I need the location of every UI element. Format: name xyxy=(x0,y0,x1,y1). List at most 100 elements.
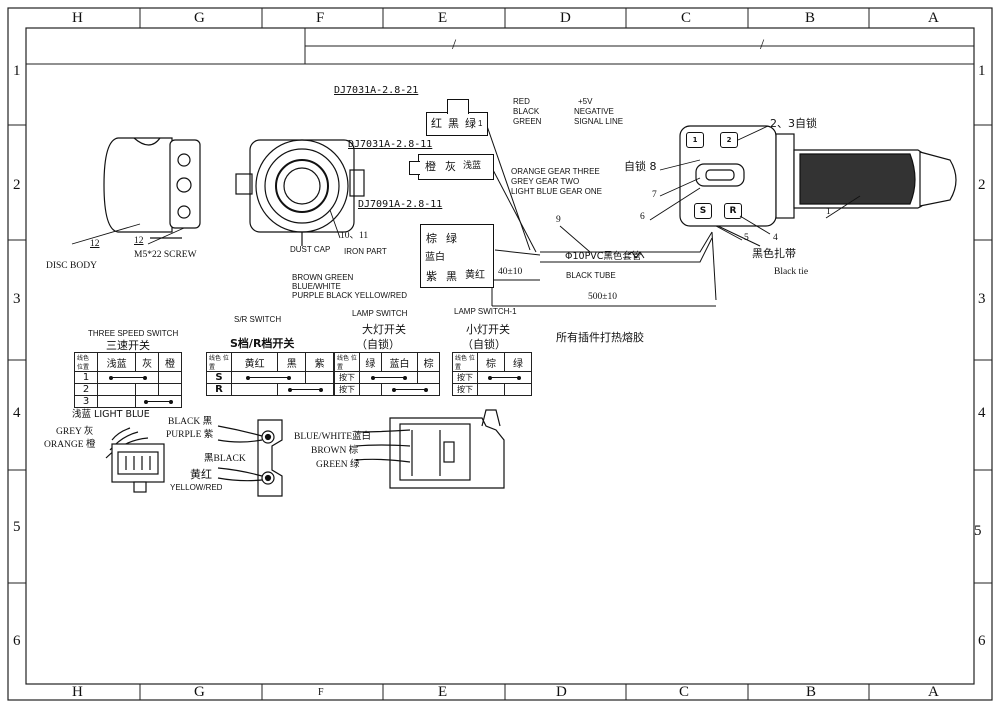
label-brown: BROWN 棕 xyxy=(311,446,359,456)
label-orange: ORANGE 橙 xyxy=(44,440,96,450)
part-12-a: 12 xyxy=(90,239,100,249)
zone-col-top-h: H xyxy=(72,10,83,26)
zone-row-left-4: 4 xyxy=(13,405,21,421)
connector-3-pin-6: 黄红 xyxy=(465,270,485,281)
connector-2-pin-1: 橙 xyxy=(425,160,436,173)
three-speed-table: 线色 位置 浅蓝 灰 橙 1 2 3 xyxy=(74,352,182,408)
connector-3-pin-3: 蓝白 xyxy=(425,252,445,263)
three-speed-r3: 3 xyxy=(74,395,98,408)
zone-row-left-3: 3 xyxy=(13,291,21,307)
sr-corner: 线色 位置 xyxy=(206,352,232,372)
part-12-b: 12 xyxy=(134,236,144,246)
purple-black-yellow-note: PURPLE BLACK YELLOW/RED xyxy=(292,291,408,300)
part-2-3: 2、3自锁 xyxy=(770,117,817,130)
outer-frame xyxy=(7,7,993,701)
label-light-blue: 浅蓝 LIGHT BLUE xyxy=(72,409,150,420)
connector-wires xyxy=(486,125,761,307)
part-9: 9 xyxy=(556,215,561,225)
part-1: 1 xyxy=(826,207,831,217)
lamp-small-h2: 绿 xyxy=(504,352,532,372)
dust-cap-label: DUST CAP xyxy=(290,245,331,254)
part-10-11: 10、11 xyxy=(340,231,369,241)
handlebar-grip-drawing xyxy=(679,125,957,227)
zone-col-bottom-c: C xyxy=(679,684,690,700)
disc-body-label: DISC BODY xyxy=(46,261,97,271)
screw-label: M5*22 SCREW xyxy=(134,250,197,260)
three-speed-h1: 浅蓝 xyxy=(96,352,137,372)
black-tie-label: Black tie xyxy=(774,267,809,277)
sr-r1: S xyxy=(206,371,232,384)
lamp-big-r1: 按下 xyxy=(334,371,360,384)
three-speed-title-en: THREE SPEED SWITCH xyxy=(88,329,179,338)
lamp-big-h1: 绿 xyxy=(359,352,382,372)
zone-row-right-6: 6 xyxy=(978,633,986,649)
gear-three-note: ORANGE GEAR THREE xyxy=(511,167,600,176)
three-speed-corner: 线色 位置 xyxy=(74,352,98,372)
part-8: 自锁 8 xyxy=(624,160,657,173)
lamp-small-sub: （自锁） xyxy=(462,338,506,351)
part-4: 4 xyxy=(773,233,778,243)
connector-1-pin-2: 黑 xyxy=(448,117,459,130)
lamp-big-h3: 棕 xyxy=(417,352,440,372)
connector-1: 红 黑 绿 1 xyxy=(426,99,488,136)
gear-one-note: LIGHT BLUE GEAR ONE xyxy=(511,187,602,196)
connector-3-pin-1: 棕 xyxy=(426,232,437,245)
three-speed-r2: 2 xyxy=(74,383,98,396)
sr-h3: 紫 xyxy=(305,352,334,372)
sr-h2: 黑 xyxy=(277,352,307,372)
connector-3-pin-2: 绿 xyxy=(446,232,457,245)
lamp-small-corner: 线色 位置 xyxy=(452,352,478,372)
lamp-big-table: 线色 位置 绿 蓝白 棕 按下 按下 xyxy=(334,352,441,396)
zone-row-left-1: 1 xyxy=(13,63,21,79)
sr-h1: 黄红 xyxy=(230,352,279,372)
three-speed-h3: 橙 xyxy=(158,352,182,372)
three-speed-title-cn: 三速开关 xyxy=(106,339,150,352)
zone-col-top-g: G xyxy=(194,10,205,26)
connector-2-pin-3: 浅蓝 xyxy=(463,161,482,171)
button-2: 2 xyxy=(720,132,738,148)
connector-1-pin-3: 绿 xyxy=(465,117,476,130)
button-r: R xyxy=(724,203,742,219)
signal-line: SIGNAL LINE xyxy=(574,117,624,126)
connector-1-pin-mark: 1 xyxy=(478,119,483,128)
zone-col-top-f: F xyxy=(316,10,325,26)
zone-col-bottom-e: E xyxy=(438,684,448,700)
lamp-big-h2: 蓝白 xyxy=(380,352,419,372)
brown-green-note: BROWN GREEN xyxy=(292,273,354,282)
button-1: 1 xyxy=(686,132,704,148)
black-tie-cn: 黑色扎带 xyxy=(752,247,796,260)
sr-r2: R xyxy=(206,383,232,396)
lamp-big-title-en: LAMP SWITCH xyxy=(352,309,408,318)
zone-row-left-2: 2 xyxy=(13,177,21,193)
zone-col-top-d: D xyxy=(560,10,571,26)
zone-col-bottom-g: G xyxy=(194,684,205,700)
zone-row-right-3: 3 xyxy=(978,291,986,307)
sr-title-cn: S档/R档开关 xyxy=(230,337,295,350)
zone-col-top-a: A xyxy=(928,10,939,26)
disc-body-drawing xyxy=(103,137,201,239)
dim-40: 40±10 xyxy=(498,267,523,277)
label-grey: GREY 灰 xyxy=(56,427,94,437)
button-s: S xyxy=(694,203,712,219)
title-mark-2: / xyxy=(760,37,765,53)
wire-color-red: RED xyxy=(513,97,530,106)
connector-3-pin-4: 紫 xyxy=(426,270,437,283)
zone-col-top-c: C xyxy=(681,10,692,26)
part-6: 6 xyxy=(640,212,645,222)
lamp-switch-1-label: LAMP SWITCH-1 xyxy=(454,307,517,316)
three-speed-switch-drawing xyxy=(105,427,165,493)
dust-cap-drawing xyxy=(235,139,365,246)
zone-col-bottom-a: A xyxy=(928,684,939,700)
zone-col-top-e: E xyxy=(438,10,448,26)
zone-ticks xyxy=(8,8,992,700)
sr-table: 线色 位置 黄红 黑 紫 S R xyxy=(206,352,334,396)
connector-3-pin-5: 黑 xyxy=(446,270,457,283)
zone-col-bottom-d: D xyxy=(556,684,567,700)
lamp-small-title-cn: 小灯开关 xyxy=(466,323,510,336)
zone-col-bottom-h: H xyxy=(72,684,83,700)
lamp-big-sub: （自锁） xyxy=(356,338,400,351)
hot-melt-note: 所有插件打热熔胶 xyxy=(556,331,644,344)
wire-color-black: BLACK xyxy=(513,107,540,116)
lamp-big-r2: 按下 xyxy=(334,383,360,396)
